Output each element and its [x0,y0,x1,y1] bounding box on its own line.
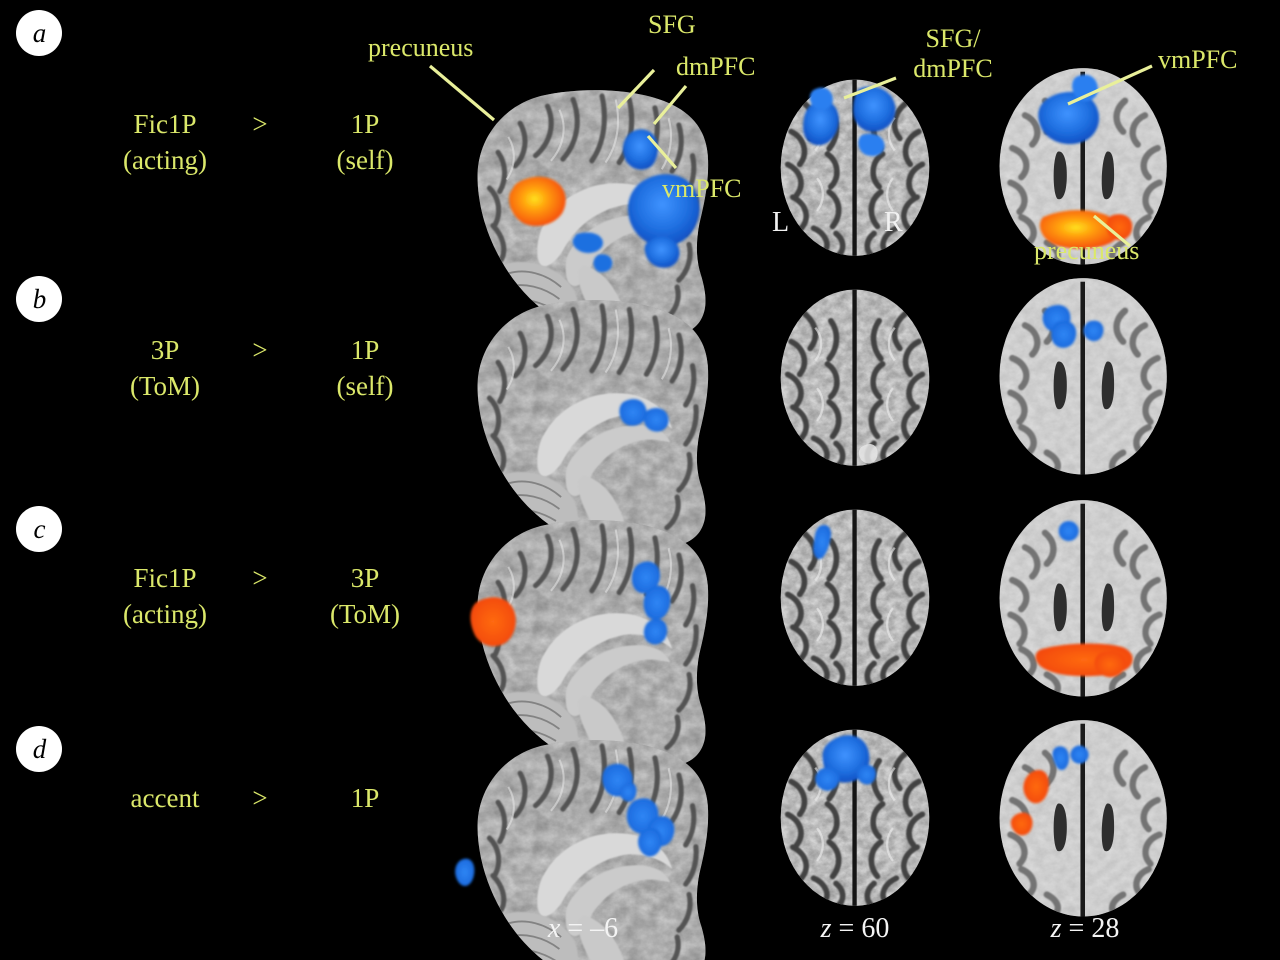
blob-d-acc [638,827,662,857]
slice-coord-axis-x: x [547,913,561,944]
panel-c-slice-axial-60 [760,492,950,707]
slice-coord-axial-28: z = 28 [1000,913,1170,945]
slice-coord-axis-z28: z [1050,913,1062,944]
panel-b-slice-axial-60 [760,272,950,487]
panel-a-slice-sagittal [440,62,730,362]
panel-c-contrast-right: 3P (ToM) [329,563,401,629]
blob-d-axial28-blue-r [1070,745,1089,764]
slice-coord-sagittal: x = –6 [498,913,668,945]
slice-coord-axial-60: z = 60 [770,913,940,945]
leader-precuneus-top [428,64,496,122]
blob-dmpfc-cold [628,174,700,247]
panel-c-slice-sagittal [440,492,730,792]
panel-d-slice-axial-28 [985,708,1185,934]
blob-c-dmpfc [643,585,671,620]
leader-sfg-dmpfc [843,76,897,100]
leader-precuneus-axial [1092,214,1132,248]
blob-acc-cold-b2 [643,408,669,432]
blob-c-axial28-blue [1058,521,1079,541]
blob-d-axial60-lateral [815,767,840,791]
blob-d-sma-2 [619,782,637,802]
panel-b-slice-axial-28 [985,266,1185,492]
blob-b-axial-3 [1083,320,1104,342]
leader-dmpfc [652,84,688,126]
slice-coord-axis-z60: z [820,913,832,944]
blob-left-sfg-upper [809,87,833,110]
annotation-vmpfc-axial: vmPFC [1158,45,1238,74]
orientation-label-right: R [884,207,903,238]
panel-badge-a: a [16,10,62,56]
blob-precuneus-hot [509,176,566,226]
slice-coord-value-x: = –6 [567,913,619,944]
panel-b-contrast-right: 1P (self) [336,335,394,401]
blob-c-precuneus [470,597,516,647]
blob-d-axial28-orange-1 [1023,769,1049,804]
panel-c-contrast-operator: > [252,563,268,593]
blob-cingulate-cold [572,232,603,253]
blob-d-axial28-blue-l [1052,746,1069,771]
blob-c-vmpfc [643,618,668,645]
blob-d-axial60-medial [857,764,876,785]
annotation-precuneus-top: precuneus [368,33,474,62]
panel-d-contrast-left: accent [130,783,200,813]
panel-b-contrast-left: 3P (ToM) [129,335,201,401]
annotation-vmpfc-sagittal: vmPFC [662,174,742,203]
blob-vmpfc-axial [1038,91,1100,145]
panel-a-contrast-operator: > [252,109,268,139]
panel-a-slice-axial-60 [760,62,950,277]
blob-cingulate-cold-2 [593,254,613,273]
blob-d-axial28-orange-2 [1010,812,1033,836]
panel-d-slice-sagittal [440,712,730,960]
panel-d-contrast-right: 1P [350,783,380,813]
blob-c-axial28-precuneus-r [1094,651,1126,678]
leader-sfg [616,68,656,110]
annotation-dmpfc: dmPFC [676,52,756,81]
leader-vmpfc-sagittal [646,134,678,170]
orientation-label-left: L [772,207,790,238]
panel-a-contrast-left: Fic1P (acting) [123,109,207,175]
annotation-sfg-dmpfc: SFG/ dmPFC [913,24,993,83]
blob-acc-cold-b1 [619,399,647,426]
leader-lines-panel-a [428,64,1153,248]
panel-badge-b: b [16,276,62,322]
blob-right-dmpfc [853,86,896,132]
panel-a-contrast-right: 1P (self) [336,109,394,175]
panel-b-contrast-operator: > [252,335,268,365]
panel-d-contrast-operator: > [252,783,268,813]
panel-badge-c: c [16,506,62,552]
panel-b-slice-sagittal [440,272,730,572]
panel-c-contrast-left: Fic1P (acting) [123,563,207,629]
blob-vmpfc-cold [644,236,680,268]
blob-c-sfg [631,561,661,594]
leader-vmpfc-axial [1067,64,1153,106]
blob-d-occipital [455,858,475,886]
blob-right-dmpfc-lower [858,133,885,157]
panel-d-slice-axial-60 [760,712,950,927]
panel-a-slice-axial-28 [985,56,1185,282]
annotation-sfg: SFG [648,10,696,39]
panel-badge-d: d [16,726,62,772]
blob-left-sfg [803,100,839,146]
blob-b-axial-2 [1051,320,1077,348]
slice-coord-value-z28: = 28 [1068,913,1120,944]
slice-coord-value-z60: = 60 [838,913,890,944]
panel-c-slice-axial-28 [985,488,1185,714]
blob-c-axial60 [813,524,832,559]
